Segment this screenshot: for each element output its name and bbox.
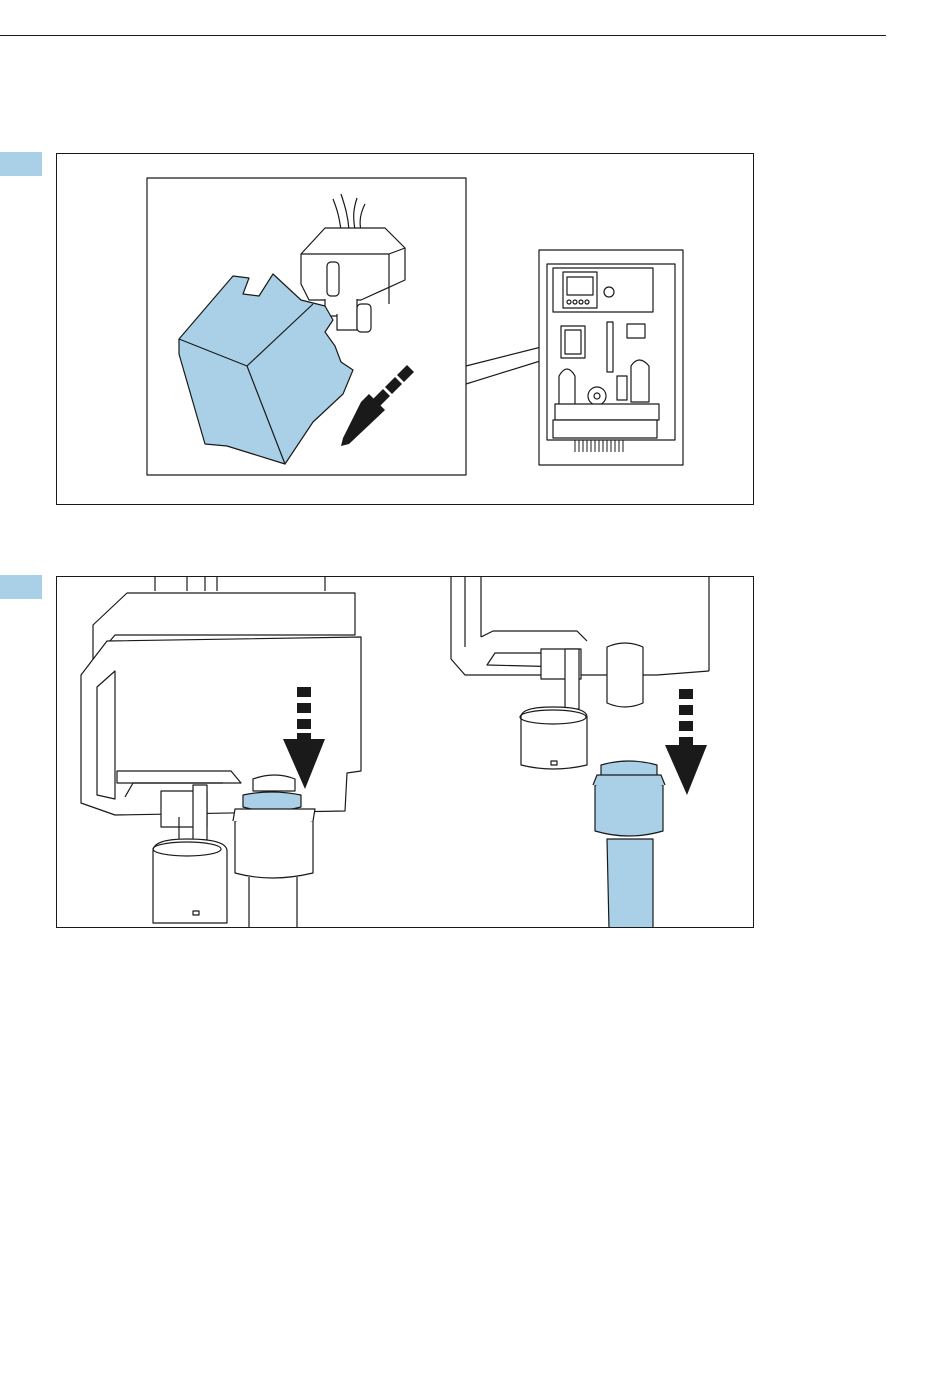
figure-1 [56, 153, 754, 505]
analyzer-overview [539, 250, 683, 465]
removal-arrow [341, 365, 414, 446]
hose [593, 761, 665, 928]
right-stub [607, 643, 643, 707]
header-rule [0, 35, 886, 36]
figure-2 [56, 576, 754, 928]
right-connector [520, 649, 587, 769]
figure-1-drawing [57, 154, 754, 505]
housing [81, 577, 361, 815]
step-2-marker [0, 575, 42, 599]
figure-2-drawing [57, 577, 754, 928]
disconnect-arrow-right [665, 689, 707, 795]
step-1-marker [0, 152, 42, 176]
